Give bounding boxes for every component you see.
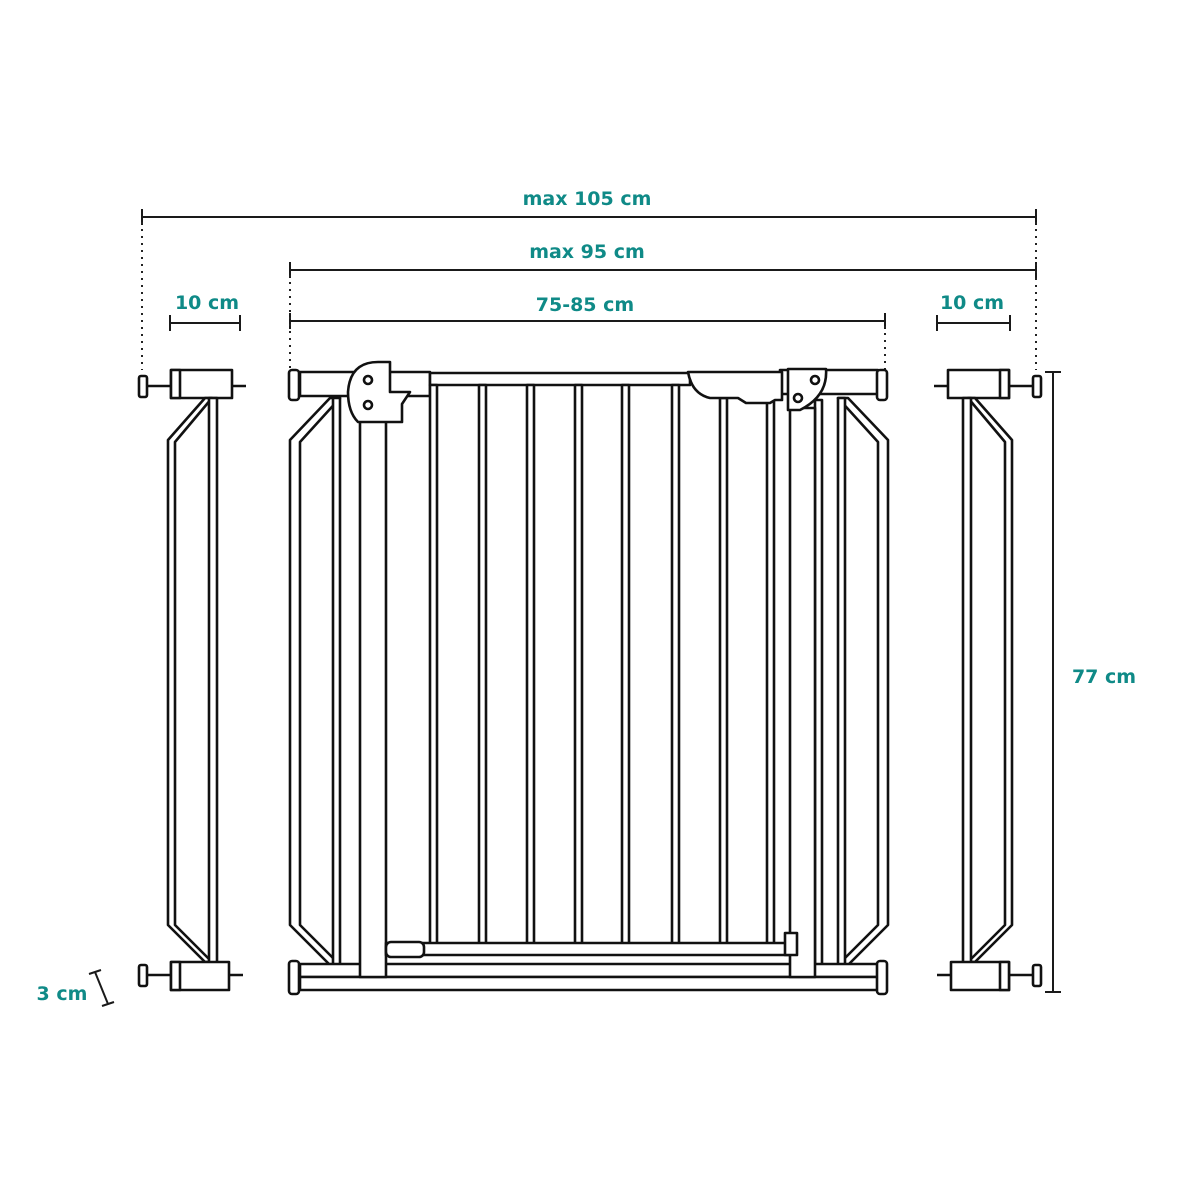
label-height: 77 cm bbox=[1072, 666, 1136, 688]
right-extension-piece bbox=[934, 368, 1043, 992]
dimension-lines bbox=[88, 209, 1061, 1007]
label-foot-depth: 3 cm bbox=[37, 983, 88, 1005]
label-max-95: max 95 cm bbox=[529, 241, 645, 263]
label-extension-left: 10 cm bbox=[175, 292, 239, 314]
gate-handle bbox=[686, 370, 784, 405]
gate-bars bbox=[428, 383, 776, 947]
left-extension-piece bbox=[137, 368, 246, 992]
label-extension-right: 10 cm bbox=[940, 292, 1004, 314]
label-max-105: max 105 cm bbox=[523, 188, 652, 210]
main-gate bbox=[287, 360, 890, 996]
label-75-85: 75-85 cm bbox=[536, 294, 634, 316]
